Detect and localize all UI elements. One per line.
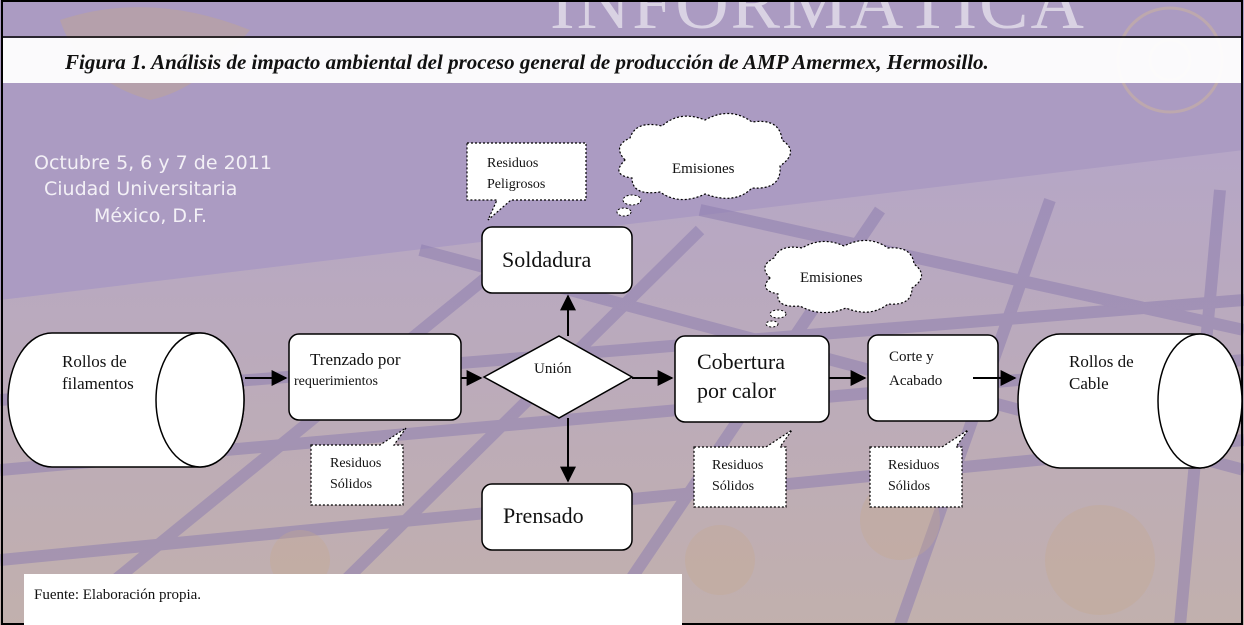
venue-place: Ciudad Universitaria xyxy=(44,178,238,200)
venue-city: México, D.F. xyxy=(94,205,208,227)
residuos-solidos-3-line2: Sólidos xyxy=(888,479,930,494)
callout-emisiones-1: Emisiones xyxy=(616,112,792,217)
residuos-peligrosos-line1: Residuos xyxy=(487,156,538,171)
residuos-peligrosos-line2: Peligrosos xyxy=(487,177,545,192)
node-prensado: Prensado xyxy=(481,483,633,551)
callout-residuos-peligrosos: Residuos Peligrosos xyxy=(466,142,587,221)
corte-line2: Acabado xyxy=(889,373,942,389)
source-note: Fuente: Elaboración propia. xyxy=(34,587,202,603)
venue-date: Octubre 5, 6 y 7 de 2011 xyxy=(34,152,272,174)
trenzado-line2: requerimientos xyxy=(294,374,378,389)
rollos-filamentos-line1: Rollos de xyxy=(62,352,127,371)
connectors xyxy=(245,294,1017,483)
callout-residuos-solidos-3: Residuos Sólidos xyxy=(869,429,969,508)
residuos-solidos-2-line1: Residuos xyxy=(712,458,763,473)
residuos-solidos-2-line2: Sólidos xyxy=(712,479,754,494)
node-rollos-cable: Rollos de Cable xyxy=(1017,333,1243,469)
cobertura-line1: Cobertura xyxy=(697,349,785,374)
emisiones-1-label: Emisiones xyxy=(672,161,735,177)
node-cobertura: Cobertura por calor xyxy=(674,335,830,423)
node-soldadura: Soldadura xyxy=(481,226,633,294)
node-trenzado: Trenzado por requerimientos xyxy=(288,333,462,421)
trenzado-line1: Trenzado por xyxy=(310,350,401,369)
caption-band xyxy=(3,38,1241,83)
rollos-cable-line2: Cable xyxy=(1069,374,1109,393)
callout-residuos-solidos-2: Residuos Sólidos xyxy=(693,429,793,508)
cobertura-line2: por calor xyxy=(697,378,776,403)
figure-caption: Figura 1. Análisis de impacto ambiental … xyxy=(65,50,989,74)
emisiones-2-label: Emisiones xyxy=(800,270,863,286)
residuos-solidos-1-line1: Residuos xyxy=(330,456,381,471)
prensado-label: Prensado xyxy=(503,503,584,528)
rollos-filamentos-line2: filamentos xyxy=(62,374,134,393)
rollos-cable-line1: Rollos de xyxy=(1069,352,1134,371)
residuos-solidos-3-line1: Residuos xyxy=(888,458,939,473)
callout-residuos-solidos-1: Residuos Sólidos xyxy=(310,427,407,506)
corte-line1: Corte y xyxy=(889,349,934,365)
residuos-solidos-1-line2: Sólidos xyxy=(330,477,372,492)
node-corte: Corte y Acabado xyxy=(867,334,999,422)
source-box xyxy=(24,574,682,625)
callout-emisiones-2: Emisiones xyxy=(764,239,923,328)
node-rollos-filamentos: Rollos de filamentos xyxy=(7,332,245,468)
union-label: Unión xyxy=(534,361,572,377)
soldadura-label: Soldadura xyxy=(502,247,591,272)
node-union: Unión xyxy=(482,335,634,419)
